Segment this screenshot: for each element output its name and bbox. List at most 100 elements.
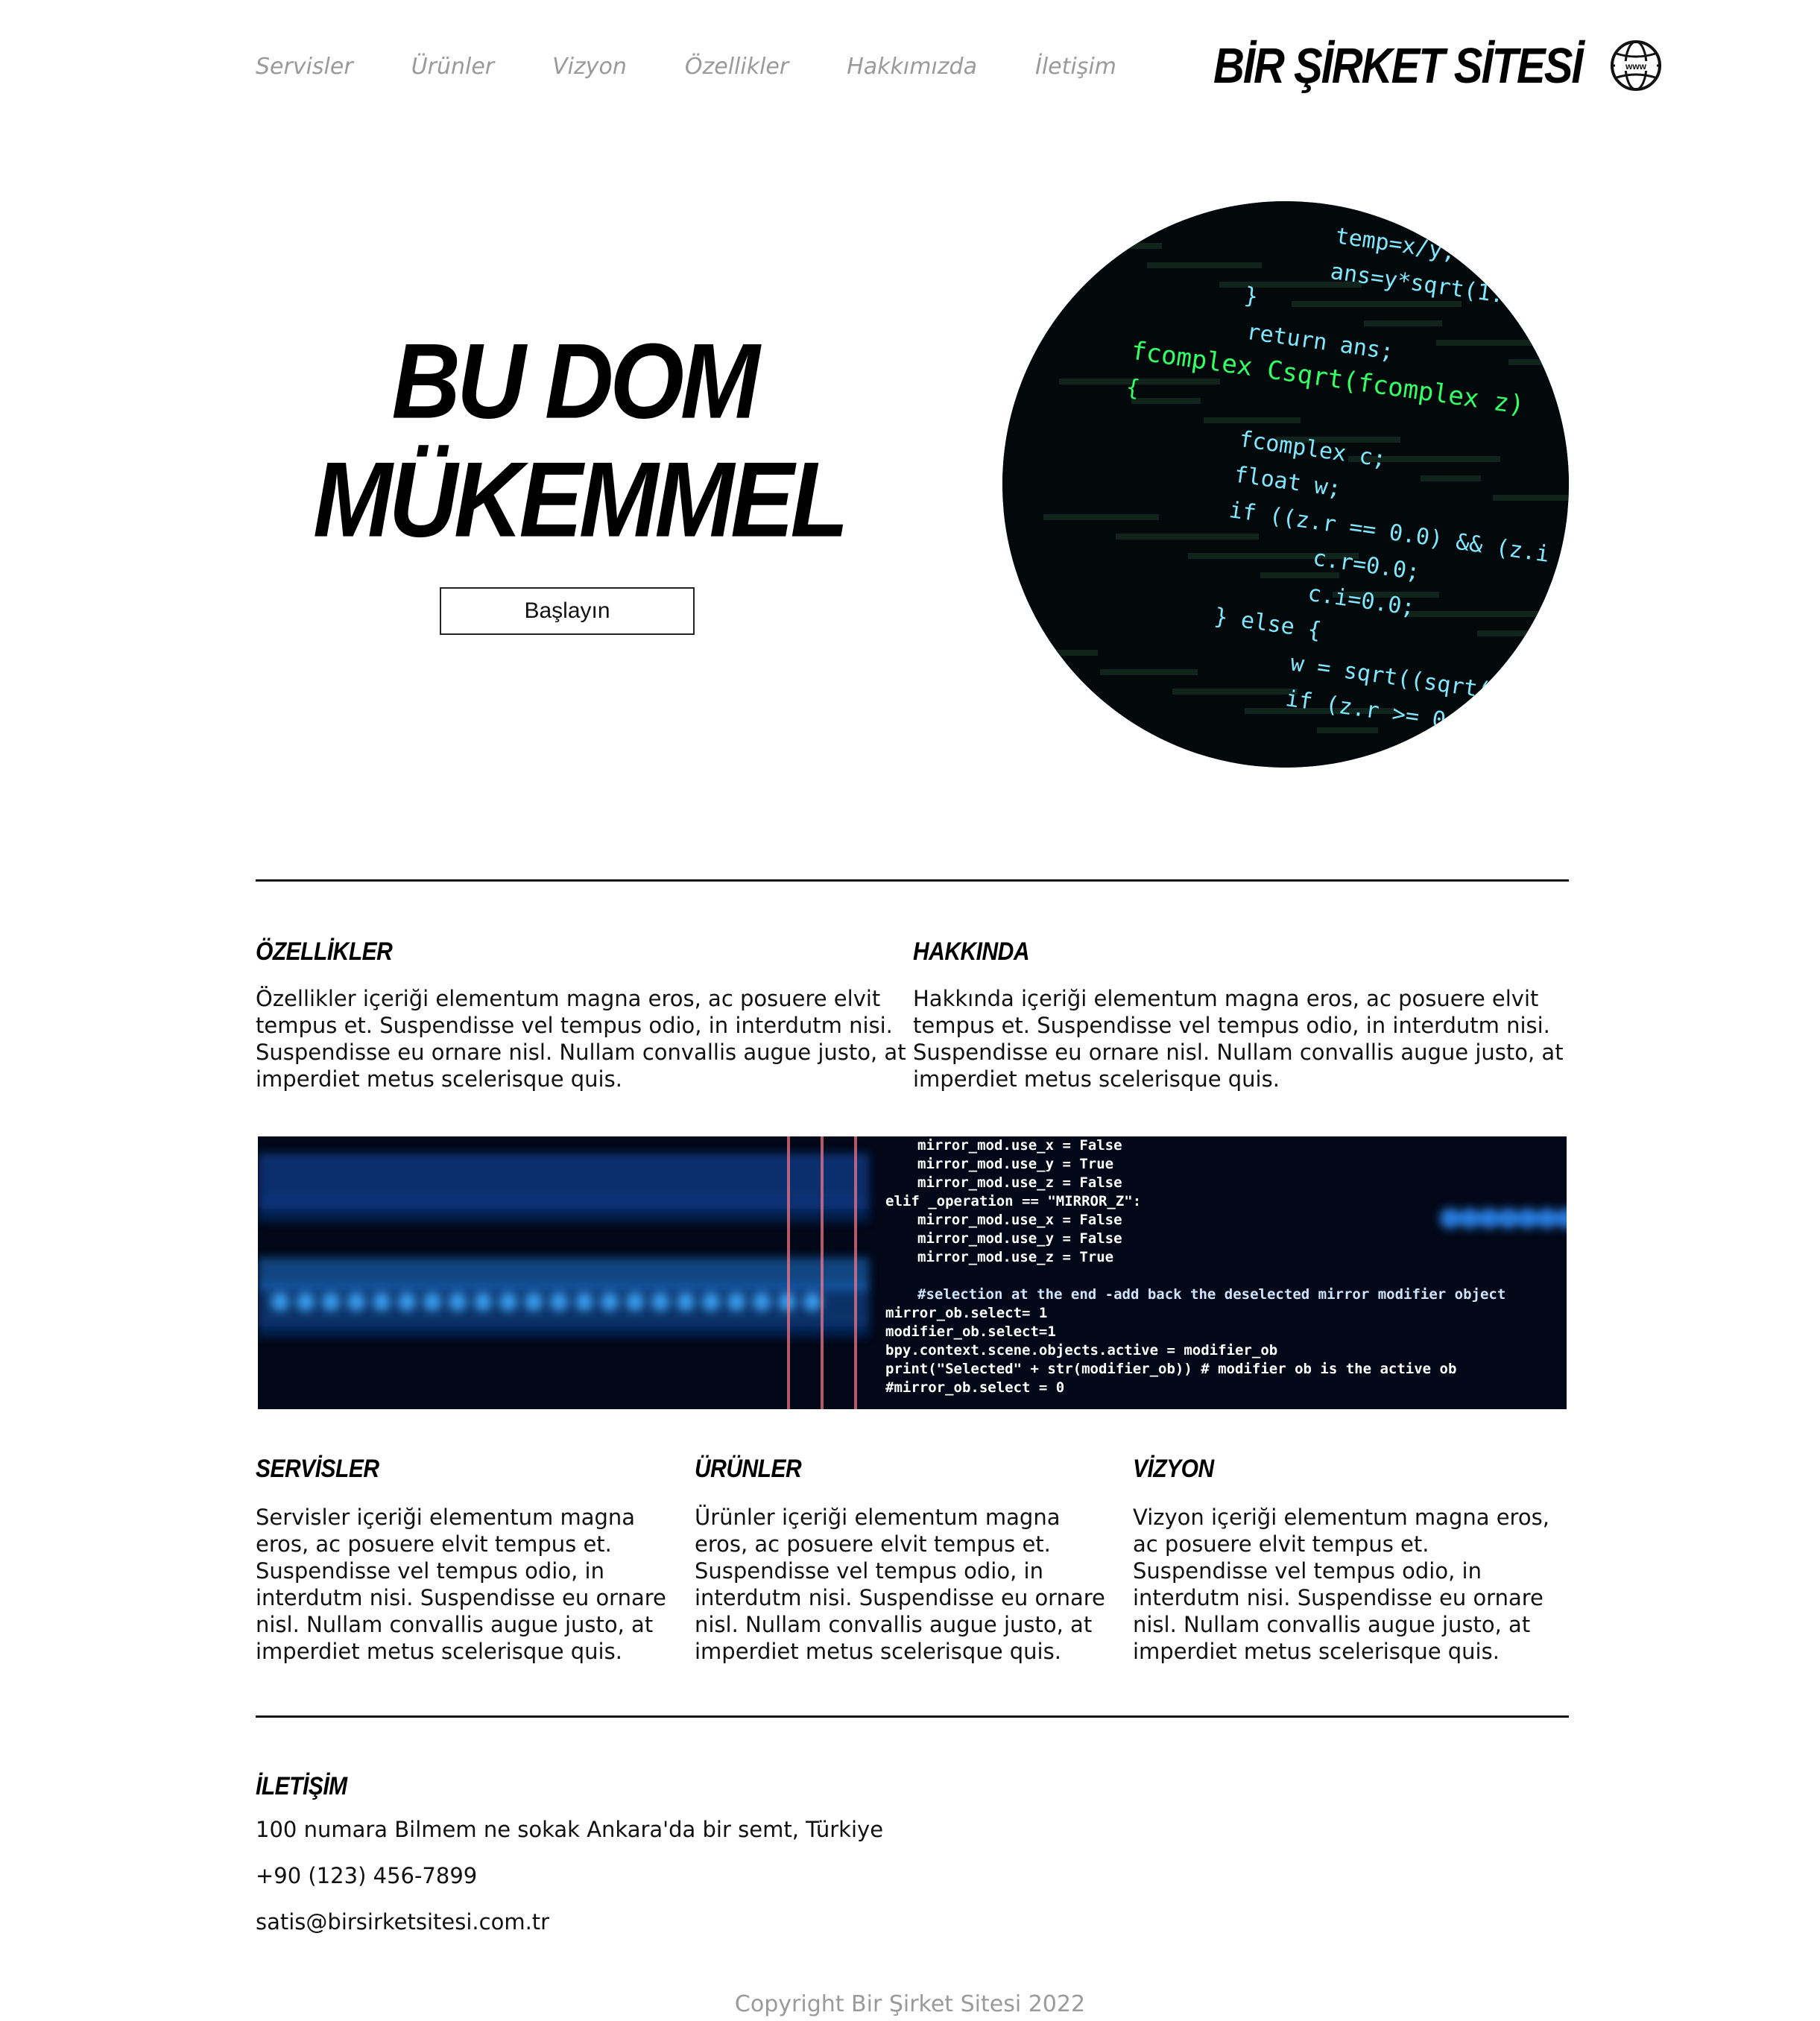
hero-code-line: { [1125, 374, 1142, 402]
hero-code-streak [1075, 243, 1162, 249]
band-light-dot [449, 1293, 467, 1311]
band-light-dot [347, 1293, 365, 1311]
about-title: HAKKINDA [913, 937, 1030, 966]
hero-code-streak [1188, 553, 1359, 559]
band-light-dot [601, 1293, 619, 1311]
band-light-dot [575, 1293, 593, 1311]
contact-phone[interactable]: +90 (123) 456-7899 [256, 1863, 478, 1888]
band-code-line: mirror_mod.use_y = True [917, 1156, 1113, 1172]
band-light-dot [1479, 1208, 1500, 1229]
band-code-line: mirror_mod.use_x = False [917, 1212, 1122, 1228]
nav-link-vizyon[interactable]: Vizyon [552, 54, 627, 80]
band-light-streak [258, 1323, 869, 1338]
hero-code-streak [1508, 359, 1569, 365]
code-banner-image: mirror_mod.use_x = False mirror_mod.use_y… [258, 1136, 1567, 1409]
band-light-dot [1537, 1208, 1558, 1229]
brand[interactable]: BİR ŞİRKET SİTESİ www [1213, 37, 1663, 94]
band-light-dot [1517, 1208, 1538, 1229]
band-code-line: mirror_mod.use_y = False [917, 1230, 1122, 1247]
band-light-dot [803, 1293, 821, 1311]
band-code-line: #mirror_ob.select = 0 [885, 1379, 1064, 1396]
band-light-dot [1459, 1208, 1480, 1229]
band-code-line: #selection at the end -add back the dese… [917, 1286, 1505, 1303]
band-light-dot [1498, 1208, 1519, 1229]
hero-code-streak [1477, 630, 1569, 636]
features-body: Özellikler içeriği elementum magna eros,… [256, 986, 906, 1092]
products-title: ÜRÜNLER [695, 1455, 802, 1483]
hero-code-streak [1116, 534, 1259, 540]
band-code-line: mirror_mod.use_x = False [917, 1137, 1122, 1154]
hero-code-streak [1002, 224, 1062, 230]
band-light-dot [474, 1293, 492, 1311]
band-code-line: mirror_ob.select= 1 [885, 1305, 1047, 1321]
hero-code-streak [1245, 708, 1397, 714]
hero-code-streak [1405, 611, 1539, 617]
hero-code-streak [1204, 417, 1301, 423]
nav-link-iletisim[interactable]: İletişim [1034, 54, 1116, 80]
contact-address: 100 numara Bilmem ne sokak Ankara'da bir… [256, 1817, 884, 1842]
hero-code-streak [1364, 320, 1442, 326]
band-light-dot [423, 1293, 441, 1311]
nav-link-hakkimizda[interactable]: Hakkımızda [847, 54, 977, 80]
brand-name: BİR ŞİRKET SİTESİ [1213, 37, 1584, 94]
hero-code-streak [1436, 340, 1542, 346]
globe-icon: www [1610, 40, 1661, 91]
hero-title-line1: BU DOM [391, 321, 759, 441]
divider-top [256, 879, 1569, 882]
start-button[interactable]: Başlayın [440, 587, 695, 635]
hero-code-streak [1131, 398, 1201, 404]
hero-code-image: temp=x/y;ans=y*sqrt(1.0+temp*temp}return… [1002, 201, 1569, 768]
nav-link-ozellikler[interactable]: Özellikler [684, 54, 789, 80]
band-light-dot [297, 1293, 315, 1311]
globe-label: www [1625, 61, 1647, 72]
nav-link-urunler[interactable]: Ürünler [411, 54, 495, 80]
band-light-dot [398, 1293, 416, 1311]
band-light-dot [677, 1293, 695, 1311]
hero-code-streak [1260, 572, 1339, 578]
hero-code-streak [1389, 747, 1478, 753]
band-code-line: elif _operation == "MIRROR_Z": [885, 1193, 1141, 1209]
band-light-dot [702, 1293, 720, 1311]
hero-code-streak [1317, 727, 1378, 733]
hero-title: BU DOM MÜKEMMEL [313, 321, 849, 560]
vision-body: Vizyon içeriği elementum magna eros, ac … [1133, 1505, 1549, 1664]
hero-code-streak [1219, 282, 1362, 288]
band-light-dot [626, 1293, 644, 1311]
hero-code-streak [1493, 495, 1569, 501]
hero-code-streak [1292, 301, 1462, 307]
hero-title-line2: MÜKEMMEL [313, 440, 849, 560]
band-vertical-line [821, 1136, 824, 1409]
contact-title: İLETİŞİM [256, 1772, 347, 1800]
hero-code-streak [1028, 650, 1098, 656]
band-light-dot [550, 1293, 568, 1311]
code-banner-graphic: mirror_mod.use_x = False mirror_mod.use_y… [258, 1136, 1567, 1409]
band-light-dot [1440, 1208, 1461, 1229]
contact-email[interactable]: satis@birsirketsitesi.com.tr [256, 1909, 550, 1935]
hero-code-streak [1059, 379, 1220, 385]
vision-title: VİZYON [1133, 1455, 1214, 1483]
divider-bottom [256, 1715, 1569, 1718]
hero-code-streak [1172, 689, 1298, 695]
band-light-streak [258, 1200, 869, 1222]
band-code-line: print("Selected" + str(modifier_ob)) # m… [885, 1361, 1456, 1377]
hero-code-streak [1421, 475, 1481, 481]
band-code-line: bpy.context.scene.objects.active = modif… [885, 1342, 1277, 1359]
band-light-dot [753, 1293, 771, 1311]
top-nav: Servisler Ürünler Vizyon Özellikler Hakk… [256, 54, 1175, 80]
band-light-dot [322, 1293, 340, 1311]
band-light-dot [373, 1293, 391, 1311]
hero-code-graphic: temp=x/y;ans=y*sqrt(1.0+temp*temp}return… [1002, 201, 1569, 768]
band-light-dot [525, 1293, 543, 1311]
band-code-line: mirror_mod.use_z = False [917, 1174, 1122, 1191]
band-light-dot [271, 1293, 289, 1311]
services-body: Servisler içeriği elementum magna eros, … [256, 1505, 666, 1664]
footer-copyright: Copyright Bir Şirket Sitesi 2022 [734, 1991, 1086, 2017]
hero-code-line: } [1242, 282, 1260, 310]
about-body: Hakkında içeriği elementum magna eros, a… [913, 986, 1564, 1092]
band-light-dot [1556, 1208, 1567, 1229]
services-title: SERVİSLER [256, 1455, 379, 1483]
band-vertical-line [854, 1136, 857, 1409]
nav-link-servisler[interactable]: Servisler [256, 54, 353, 80]
band-light-dot [727, 1293, 745, 1311]
band-vertical-line [787, 1136, 790, 1409]
